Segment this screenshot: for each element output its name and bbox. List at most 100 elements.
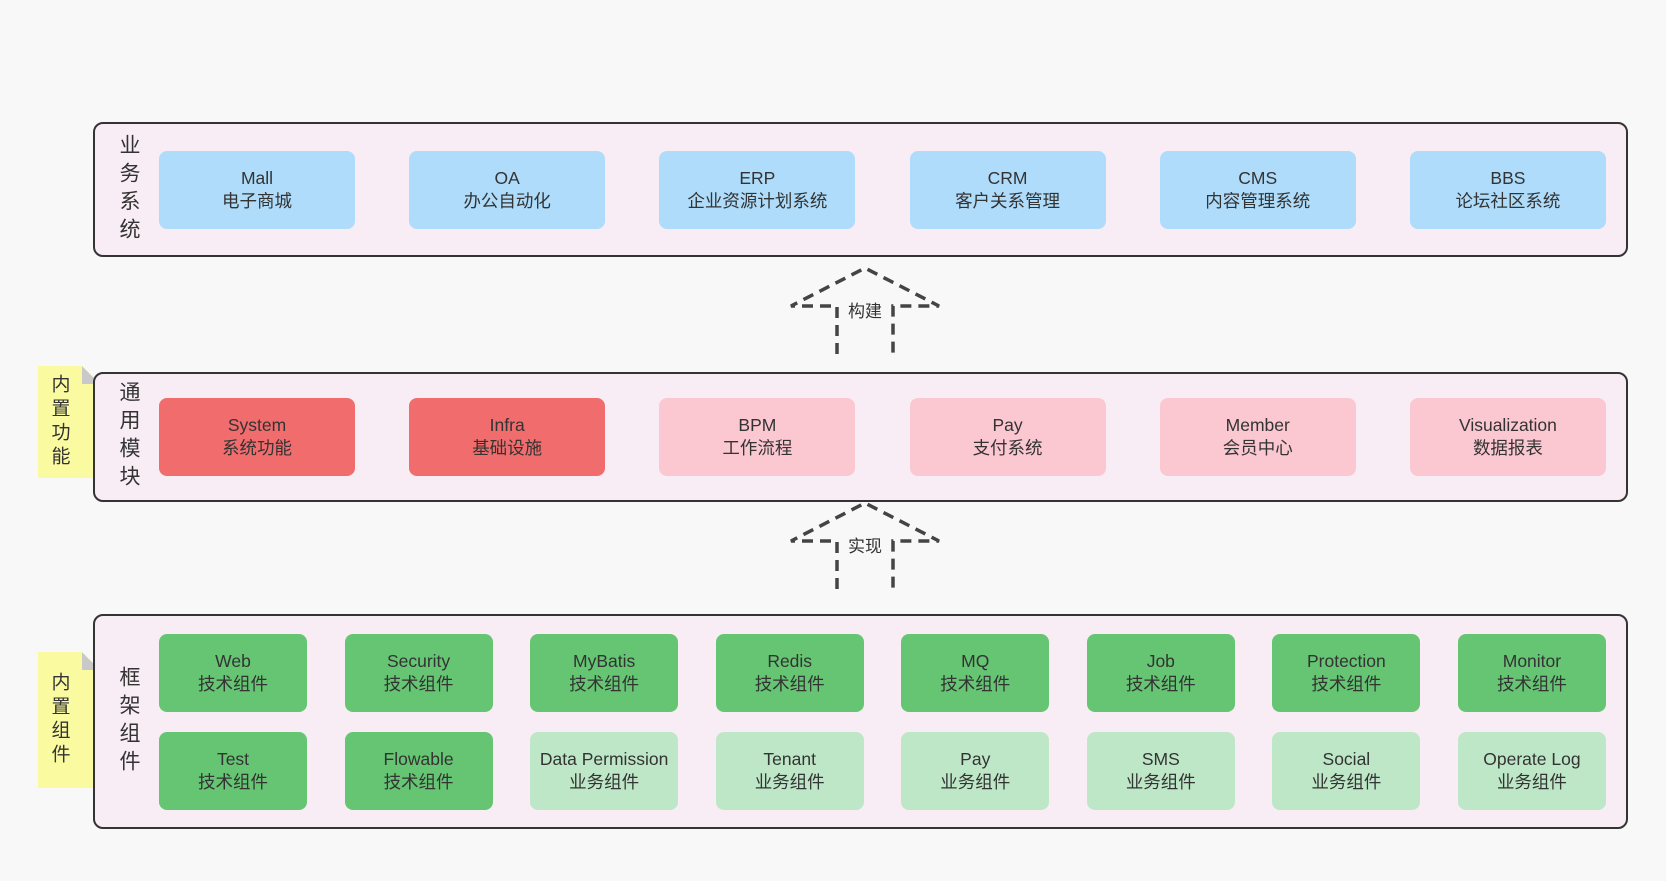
box-erp: ERP 企业资源计划系统 — [659, 150, 856, 229]
framework-components-panel: 框架组件 Web 技术组件 Security 技术组件 MyBatis 技术组件… — [93, 614, 1628, 829]
up-arrow-icon — [790, 266, 940, 354]
box-title: MQ — [961, 650, 990, 671]
box-subtitle: 论坛社区系统 — [1455, 190, 1561, 211]
box-title: Monitor — [1502, 650, 1562, 671]
box-title: MyBatis — [573, 650, 636, 671]
box-title: Tenant — [763, 748, 816, 769]
box-subtitle: 业务组件 — [754, 771, 825, 792]
box-pay-component: Pay 业务组件 — [901, 731, 1050, 810]
box-subtitle: 业务组件 — [569, 771, 640, 792]
box-test: Test 技术组件 — [159, 731, 307, 810]
box-subtitle: 数据报表 — [1472, 438, 1543, 458]
box-infra: Infra 基础设施 — [409, 398, 606, 476]
box-redis: Redis 技术组件 — [715, 633, 864, 712]
box-title: CRM — [987, 167, 1028, 188]
built-in-components-tag-label: 内置组件 — [48, 672, 70, 768]
up-arrow-icon — [790, 501, 940, 589]
box-title: Member — [1225, 415, 1290, 435]
box-subtitle: 技术组件 — [198, 771, 268, 792]
box-operate-log: Operate Log 业务组件 — [1457, 731, 1606, 810]
box-social: Social 业务组件 — [1272, 731, 1421, 810]
box-flowable: Flowable 技术组件 — [344, 731, 493, 810]
box-title: Test — [216, 748, 250, 769]
box-title: Flowable — [383, 748, 454, 769]
box-title: BPM — [738, 415, 777, 435]
box-bpm: BPM 工作流程 — [659, 398, 856, 476]
box-subtitle: 技术组件 — [940, 673, 1011, 694]
box-visualization: Visualization 数据报表 — [1409, 398, 1606, 476]
built-in-components-tag: 内置组件 — [38, 652, 100, 788]
box-subtitle: 技术组件 — [1125, 673, 1196, 694]
box-data-permission: Data Permission 业务组件 — [530, 731, 679, 810]
box-job: Job 技术组件 — [1086, 633, 1235, 712]
business-systems-row: Mall 电子商城 OA 办公自动化 ERP 企业资源计划系统 CRM 客户关系… — [155, 150, 1626, 229]
box-subtitle: 企业资源计划系统 — [687, 190, 828, 211]
box-title: Pay — [960, 748, 991, 769]
implement-arrow: 实现 — [785, 497, 945, 591]
box-subtitle: 业务组件 — [940, 771, 1011, 792]
build-arrow: 构建 — [785, 262, 945, 356]
business-systems-panel: 业务系统 Mall 电子商城 OA 办公自动化 ERP 企业资源计划系统 CRM… — [93, 122, 1628, 257]
box-tenant: Tenant 业务组件 — [715, 731, 864, 810]
box-title: CMS — [1238, 167, 1278, 188]
box-pay-module: Pay 支付系统 — [909, 398, 1106, 476]
box-subtitle: 技术组件 — [1496, 673, 1567, 694]
build-arrow-label: 构建 — [845, 296, 885, 323]
box-subtitle: 支付系统 — [972, 438, 1043, 458]
box-monitor: Monitor 技术组件 — [1457, 633, 1606, 712]
box-mybatis: MyBatis 技术组件 — [530, 633, 679, 712]
box-title: Web — [215, 650, 251, 671]
box-title: Redis — [767, 650, 813, 671]
box-subtitle: 技术组件 — [754, 673, 825, 694]
box-cms: CMS 内容管理系统 — [1159, 150, 1356, 229]
framework-components-rows: Web 技术组件 Security 技术组件 MyBatis 技术组件 Redi… — [155, 633, 1626, 810]
box-subtitle: 业务组件 — [1496, 771, 1567, 792]
built-in-features-tag-label: 内置功能 — [48, 374, 70, 470]
box-subtitle: 客户关系管理 — [955, 190, 1061, 211]
box-subtitle: 技术组件 — [1311, 673, 1382, 694]
box-subtitle: 技术组件 — [383, 771, 454, 792]
box-member: Member 会员中心 — [1159, 398, 1356, 476]
box-title: System — [227, 415, 287, 435]
box-subtitle: 电子商城 — [222, 190, 292, 211]
box-mq: MQ 技术组件 — [901, 633, 1050, 712]
box-mall: Mall 电子商城 — [159, 150, 355, 229]
common-modules-row: System 系统功能 Infra 基础设施 BPM 工作流程 Pay 支付系统… — [155, 398, 1626, 476]
biz-components-row: Test 技术组件 Flowable 技术组件 Data Permission … — [155, 731, 1626, 810]
tech-components-row: Web 技术组件 Security 技术组件 MyBatis 技术组件 Redi… — [155, 633, 1626, 712]
box-sms: SMS 业务组件 — [1086, 731, 1235, 810]
box-title: Social — [1322, 748, 1371, 769]
box-title: Operate Log — [1483, 748, 1581, 769]
box-subtitle: 技术组件 — [198, 673, 268, 694]
box-protection: Protection 技术组件 — [1272, 633, 1421, 712]
box-subtitle: 业务组件 — [1125, 771, 1196, 792]
box-subtitle: 工作流程 — [722, 438, 793, 458]
box-title: Protection — [1306, 650, 1386, 671]
box-subtitle: 内容管理系统 — [1205, 190, 1311, 211]
box-title: OA — [494, 167, 520, 188]
built-in-features-tag: 内置功能 — [38, 366, 100, 478]
box-bbs: BBS 论坛社区系统 — [1409, 150, 1606, 229]
business-systems-panel-label: 业务系统 — [117, 133, 140, 246]
box-title: ERP — [739, 167, 776, 188]
box-subtitle: 基础设施 — [472, 438, 543, 458]
box-title: Visualization — [1458, 415, 1557, 435]
box-web: Web 技术组件 — [159, 633, 307, 712]
framework-components-panel-label: 框架组件 — [117, 665, 140, 778]
box-title: Pay — [992, 415, 1023, 435]
box-crm: CRM 客户关系管理 — [909, 150, 1106, 229]
box-security: Security 技术组件 — [344, 633, 493, 712]
box-title: BBS — [1490, 167, 1526, 188]
box-title: Job — [1146, 650, 1175, 671]
box-subtitle: 技术组件 — [383, 673, 454, 694]
box-subtitle: 业务组件 — [1311, 771, 1382, 792]
box-subtitle: 系统功能 — [222, 438, 292, 458]
box-oa: OA 办公自动化 — [409, 150, 606, 229]
box-title: Security — [386, 650, 451, 671]
box-subtitle: 技术组件 — [569, 673, 640, 694]
implement-arrow-label: 实现 — [845, 531, 885, 558]
box-subtitle: 会员中心 — [1222, 438, 1293, 458]
box-title: Mall — [240, 167, 274, 188]
box-title: Data Permission — [539, 748, 669, 769]
